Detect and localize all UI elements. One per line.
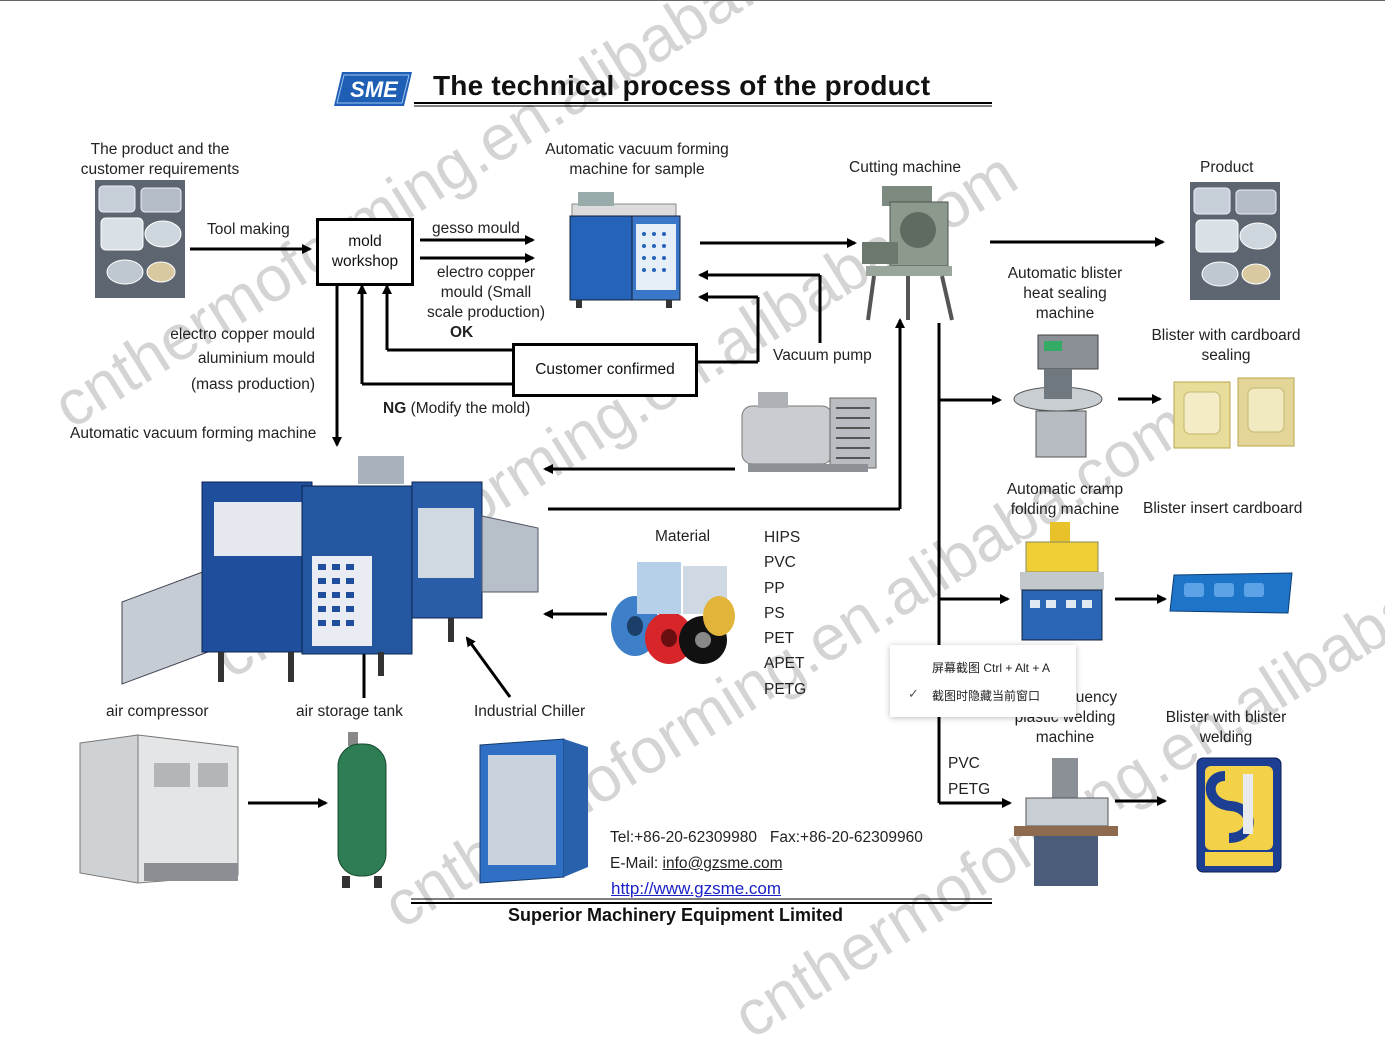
- cramp-folding-machine-image: [1020, 522, 1104, 641]
- air-compressor-label: air compressor: [106, 703, 209, 720]
- ok-label: OK: [450, 324, 474, 341]
- hf-welding-machine-image: [1014, 758, 1118, 886]
- sample-vacuum-machine-image: [569, 192, 681, 308]
- menu-item-screenshot[interactable]: 屏幕截图 Ctrl + Alt + A: [932, 661, 1051, 675]
- vacuum-pump-label: Vacuum pump: [773, 347, 872, 364]
- air-storage-tank-image: [337, 732, 387, 888]
- vacuum-pump-image: [741, 392, 877, 472]
- material-rolls-image: [611, 562, 735, 664]
- tool-making-label: Tool making: [207, 221, 290, 238]
- product-label: Product: [1200, 159, 1254, 176]
- cutting-machine-label: Cutting machine: [849, 159, 962, 176]
- blister-welding-image: [1196, 757, 1282, 873]
- customer-confirmed-box: Customer confirmed: [512, 343, 698, 397]
- email-link[interactable]: info@gzsme.com: [662, 855, 783, 872]
- blister-insert-label: Blister insert cardboard: [1143, 500, 1303, 517]
- plastic-trays-image: [95, 180, 185, 298]
- gesso-mould-label: gesso mould: [432, 220, 520, 237]
- svg-text:SME: SME: [350, 77, 399, 102]
- auto-vacuum-forming-machine-image: [121, 456, 539, 685]
- air-storage-tank-label: air storage tank: [296, 703, 403, 720]
- contact-phone: Tel:+86-20-62309980 Fax:+86-20-62309960: [610, 829, 923, 846]
- check-icon: ✓: [908, 686, 919, 701]
- blister-insert-image: [1169, 572, 1293, 614]
- materials-list: HIPS PVC PP PS PET APET PETG: [764, 529, 807, 698]
- material-label: Material: [655, 528, 711, 545]
- top-border: [0, 0, 1385, 1]
- context-menu: 屏幕截图 Ctrl + Alt + A ✓ 截图时隐藏当前窗口: [890, 645, 1076, 717]
- company-name: Superior Machinery Equipment Limited: [508, 905, 844, 925]
- page-title: The technical process of the product: [433, 70, 931, 101]
- product-image: [1190, 182, 1280, 300]
- auto-vacuum-machine-label: Automatic vacuum forming machine: [70, 425, 317, 442]
- sme-logo: SME: [334, 72, 412, 106]
- industrial-chiller-label: Industrial Chiller: [474, 703, 586, 720]
- industrial-chiller-image: [479, 738, 588, 884]
- blister-cardboard-image: [1173, 377, 1295, 449]
- contact-email: E-Mail: info@gzsme.com: [610, 855, 783, 872]
- air-compressor-image: [79, 734, 239, 884]
- menu-item-hide-window[interactable]: 截图时隐藏当前窗口: [932, 689, 1041, 703]
- ng-modify-label: NG (Modify the mold): [383, 400, 531, 417]
- website-link[interactable]: http://www.gzsme.com: [611, 879, 782, 898]
- flow-connectors: [190, 102, 1167, 904]
- cutting-machine-image: [862, 186, 954, 321]
- heat-sealing-machine-image: [1013, 334, 1103, 458]
